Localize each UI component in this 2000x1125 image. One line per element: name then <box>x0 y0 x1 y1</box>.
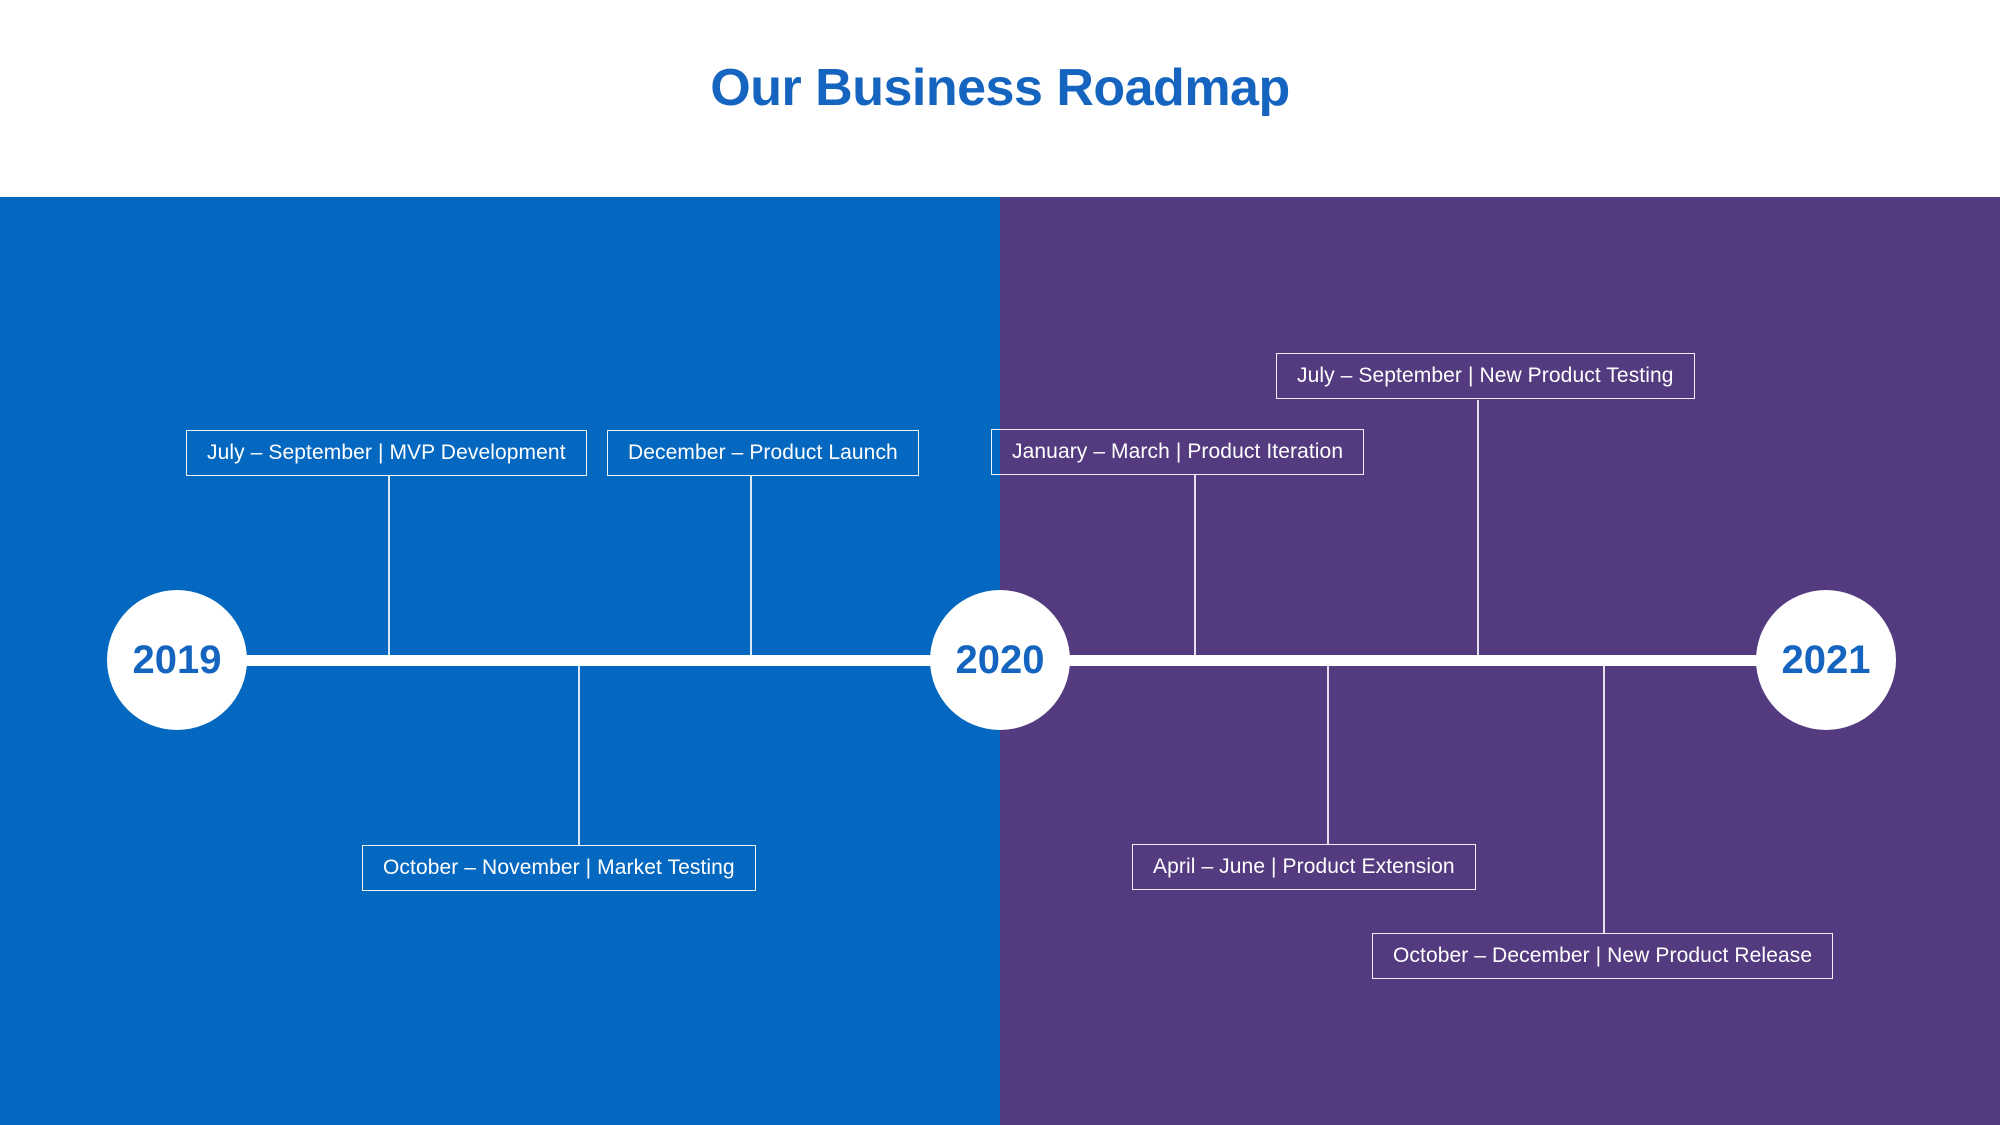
connector-stem-product-launch <box>750 476 752 656</box>
year-marker-2019[interactable]: 2019 <box>107 590 247 730</box>
connector-stem-new-product-release <box>1603 666 1605 933</box>
header-band: Our Business Roadmap <box>0 0 2000 197</box>
milestone-box-new-product-testing[interactable]: July – September | New Product Testing <box>1276 353 1695 399</box>
milestone-box-mvp-development[interactable]: July – September | MVP Development <box>186 430 587 476</box>
milestone-label: January – March | Product Iteration <box>1012 440 1344 463</box>
milestone-box-market-testing[interactable]: October – November | Market Testing <box>362 845 756 891</box>
milestone-label: December – Product Launch <box>628 441 898 464</box>
milestone-box-product-launch[interactable]: December – Product Launch <box>607 430 919 476</box>
milestone-label: July – September | New Product Testing <box>1297 364 1674 387</box>
milestone-label: October – December | New Product Release <box>1393 944 1813 967</box>
milestone-box-product-iteration[interactable]: January – March | Product Iteration <box>991 429 1365 475</box>
milestone-label: July – September | MVP Development <box>207 441 566 464</box>
connector-stem-new-product-testing <box>1477 400 1479 656</box>
milestone-box-product-extension[interactable]: April – June | Product Extension <box>1132 844 1476 890</box>
connector-stem-product-iteration <box>1194 475 1196 656</box>
timeline-bar-segment-2 <box>1000 655 1830 666</box>
year-marker-2021[interactable]: 2021 <box>1756 590 1896 730</box>
connector-stem-mvp-development <box>388 476 390 656</box>
page-title: Our Business Roadmap <box>710 59 1290 117</box>
milestone-label: October – November | Market Testing <box>383 856 735 879</box>
year-label: 2021 <box>1781 638 1871 682</box>
year-label: 2019 <box>132 638 222 682</box>
connector-stem-product-extension <box>1327 666 1329 844</box>
connector-stem-market-testing <box>578 666 580 845</box>
timeline-bar-segment-1 <box>177 655 1007 666</box>
year-marker-2020[interactable]: 2020 <box>930 590 1070 730</box>
milestone-label: April – June | Product Extension <box>1153 855 1455 878</box>
year-label: 2020 <box>955 638 1045 682</box>
milestone-box-new-product-release[interactable]: October – December | New Product Release <box>1372 933 1834 979</box>
